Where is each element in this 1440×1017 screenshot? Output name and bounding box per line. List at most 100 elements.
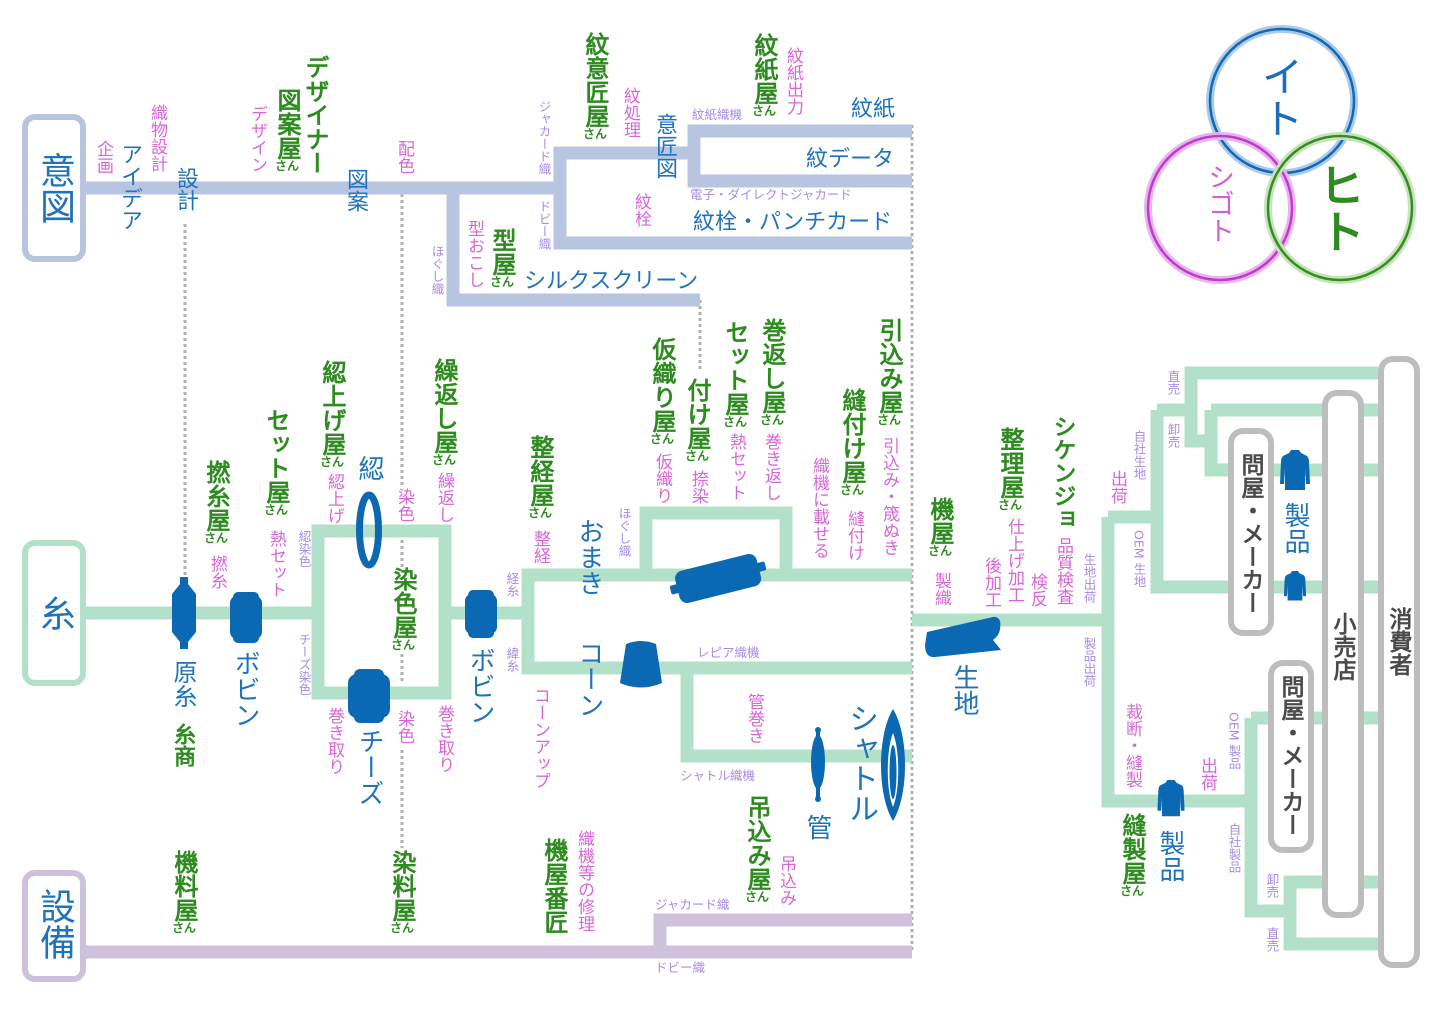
destination-boxes <box>1228 356 1420 968</box>
role-senshokuya: 染色屋さん <box>389 567 418 653</box>
route-wholesale-2: 卸売 <box>1264 873 1280 898</box>
role-name: 縫付け屋 <box>838 388 867 484</box>
intent-network <box>22 114 912 307</box>
consumer-box <box>1378 356 1420 968</box>
process-mon-peg: 紋栓 <box>631 193 651 227</box>
material-raw-yarn: 原糸 <box>169 660 197 708</box>
role-hikikomiya: 引込み屋さん <box>875 318 904 428</box>
role-kataya: 型屋さん <box>488 228 517 290</box>
material-icons <box>172 450 1310 821</box>
role-name: 機屋番匠 <box>540 838 569 934</box>
role-honorific: さん <box>528 506 553 520</box>
route-rapier-loom: レピア織機 <box>697 645 760 660</box>
material-punch-card: 紋栓・パンチカード <box>693 210 893 235</box>
role-honorific: さん <box>752 104 777 118</box>
route-direct-sale-2: 直売 <box>1264 927 1280 952</box>
shuttle-icon <box>881 709 905 821</box>
process-textile-design: 織物設計 <box>147 104 167 172</box>
process-coloring: 配色 <box>394 140 414 174</box>
role-name: 綛上げ屋 <box>318 360 347 456</box>
venn-label-hito: ヒト <box>1312 162 1366 254</box>
role-honorific: さん <box>432 453 457 467</box>
own-product-line <box>1244 718 1290 918</box>
pirn-icon <box>811 727 825 802</box>
role-name: 吊込み屋 <box>743 795 772 891</box>
kase-skein-icon <box>356 491 382 569</box>
material-bobbin-1: ボビン <box>230 650 260 728</box>
role-tsukeya: 付け屋さん <box>683 378 712 464</box>
process-sewing-on: 縫付け <box>844 510 864 561</box>
route-jacquard-1: ジャカード織 <box>536 100 552 175</box>
role-monshiya: 紋紙屋さん <box>750 33 779 119</box>
process-loom-repair: 織機等の修理 <box>574 830 594 932</box>
role-honorific: さん <box>760 413 785 427</box>
material-cheese: チーズ <box>354 728 384 806</box>
role-honorific: さん <box>745 890 770 904</box>
role-name: 染料屋 <box>388 850 417 922</box>
process-finishing: 仕上げ加工 <box>1004 518 1024 603</box>
role-name: 巻返し屋 <box>758 318 787 414</box>
retailer-box <box>1322 390 1364 918</box>
role-name: 機料屋 <box>170 850 199 922</box>
role-designer: デザイナー <box>301 55 330 175</box>
process-quality-check: 品質検査 <box>1053 537 1073 605</box>
role-name: 染色屋 <box>389 567 418 639</box>
dotted-links <box>183 125 914 952</box>
route-dobby-2: ドビー織 <box>655 960 706 975</box>
role-name: 縫製屋 <box>1118 813 1147 885</box>
process-printing: 捺染 <box>688 470 708 504</box>
role-honorific: さん <box>390 921 415 935</box>
equipment-box <box>22 870 86 982</box>
process-warping: 整経 <box>530 530 550 564</box>
role-name: シケンジョ <box>1049 415 1076 530</box>
role-nuitsukeya: 縫付け屋さん <box>838 388 867 498</box>
role-honorific: さん <box>264 503 289 517</box>
role-hataya: 機屋さん <box>926 497 955 559</box>
role-honorific: さん <box>723 415 748 429</box>
venn-label-ito: イト <box>1255 55 1304 139</box>
shuttle-loom-line <box>680 668 912 763</box>
material-idea: アイデア <box>117 143 142 231</box>
destination-consumer: 消費者 <box>1385 607 1412 676</box>
role-kurikaeshiya: 繰返し屋さん <box>430 358 459 468</box>
shipping-trunk <box>1101 517 1251 808</box>
product-coat-icon <box>1157 780 1185 817</box>
role-tsurikomiya: 吊込み屋さん <box>743 795 772 905</box>
process-harness-building: 吊込み <box>776 855 796 906</box>
raw-yarn-spindle-icon <box>172 577 196 649</box>
venn-label-shigoto: シゴト <box>1203 163 1234 244</box>
material-product-2: 製品 <box>1155 830 1185 882</box>
process-shipping-product: 出荷 <box>1197 757 1217 791</box>
category-yarn: 糸 <box>34 595 75 631</box>
role-zuanya: 図案屋さん <box>273 88 302 174</box>
material-product-1: 製品 <box>1280 502 1310 554</box>
product-coat-icon <box>1283 571 1307 601</box>
yarn-network <box>22 366 1378 951</box>
material-cone: コーン <box>574 640 604 718</box>
route-hogushi-weave-2: ほぐし織 <box>616 507 632 557</box>
role-honorific: さん <box>1120 884 1145 898</box>
material-mon-data: 紋データ <box>806 147 895 172</box>
process-rewinding-warp: 巻き返し <box>761 433 781 501</box>
route-weft: 緯糸 <box>504 647 520 672</box>
yarn-box <box>22 540 86 686</box>
material-silkscreen: シルクスクリーン <box>524 269 699 294</box>
role-name: 紋紙屋 <box>750 33 779 105</box>
product-coat-icon <box>1280 450 1310 490</box>
material-kase: 綛 <box>354 455 384 481</box>
process-cutting-sewing: 裁断・縫製 <box>1122 703 1142 788</box>
material-omaki: おまき <box>574 518 604 596</box>
destination-wholesaler-maker-1: 問屋・メーカー <box>1237 453 1264 614</box>
intent-card-data-line <box>687 124 912 188</box>
intent-box <box>22 114 86 262</box>
role-setya-yarn: セット屋さん <box>262 408 291 518</box>
material-fabric: 生地 <box>949 664 979 716</box>
process-kase-winding: 綛上げ <box>324 473 344 524</box>
role-name: セット屋 <box>721 320 750 416</box>
material-bobbin-2: ボビン <box>465 647 495 725</box>
route-direct-sale-1: 直売 <box>1165 370 1181 395</box>
role-honorific: さん <box>391 638 416 652</box>
process-design: デザイン <box>247 105 267 173</box>
route-jacquard-2: ジャカード織 <box>655 897 730 912</box>
intent-jacquard-dobby-line <box>553 146 912 250</box>
